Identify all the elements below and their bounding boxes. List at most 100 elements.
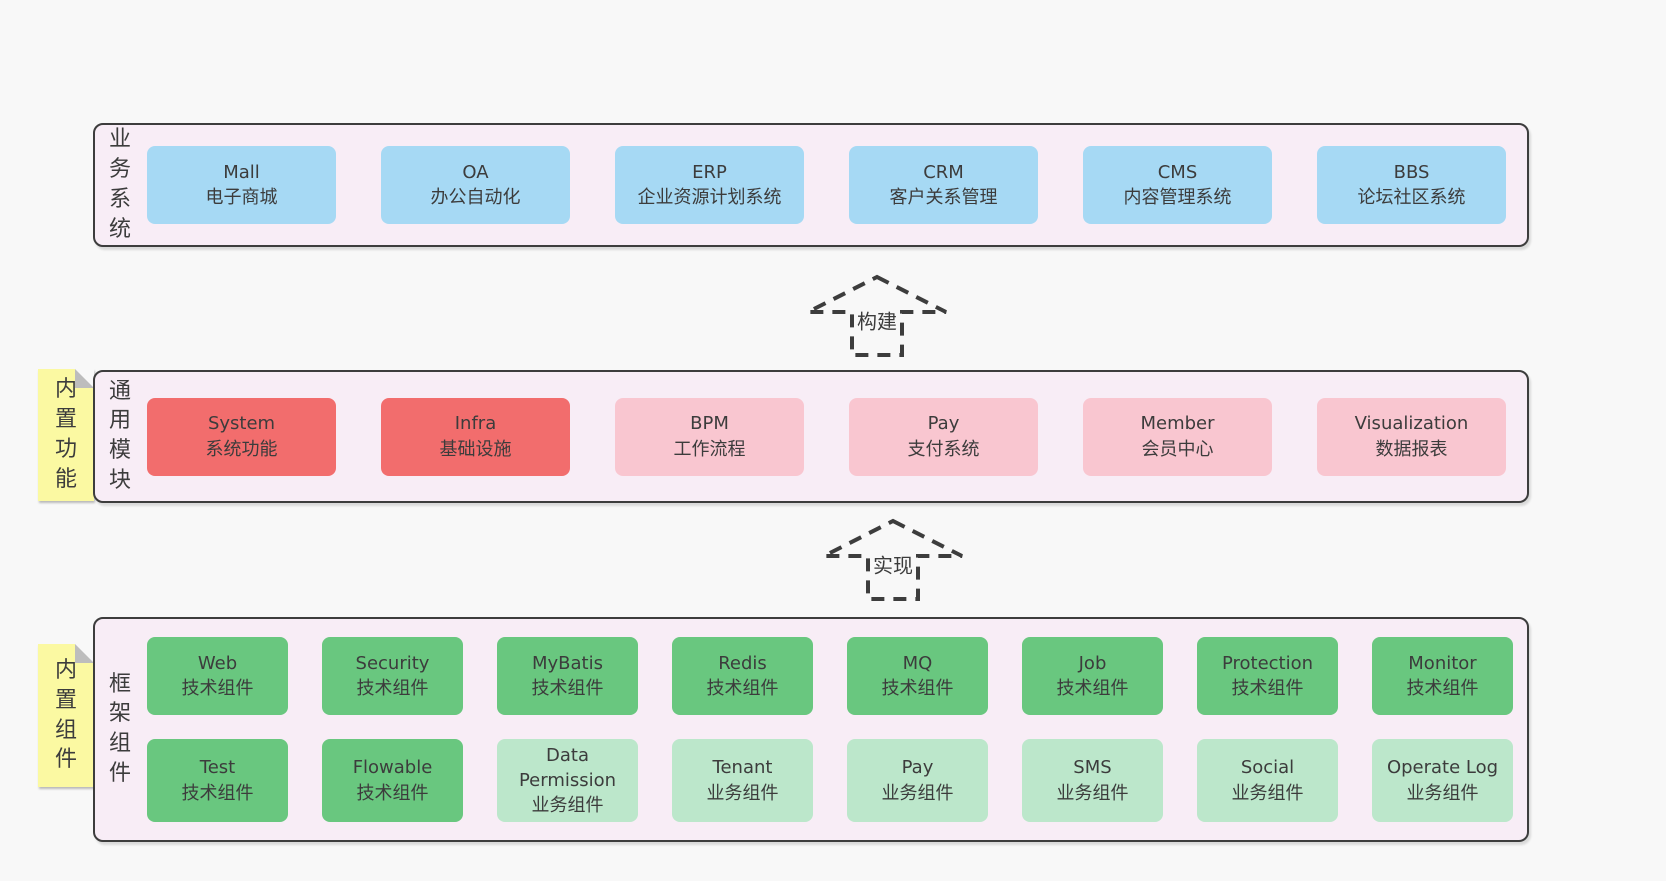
module-box-subtitle: 技术组件 xyxy=(881,677,954,699)
panel-title-business-systems: 业务系统 xyxy=(108,127,131,242)
module-box-title: Test xyxy=(199,757,236,779)
module-box-title: Security xyxy=(355,652,430,674)
arrow-implement: 实现 xyxy=(821,518,965,602)
module-box-subtitle: 系统功能 xyxy=(205,438,278,460)
module-box-title: BBS xyxy=(1393,161,1430,183)
module-box-title: OA xyxy=(462,161,489,183)
module-box-infra: Infra 基础设施 xyxy=(381,397,570,476)
module-box-subtitle: 业务组件 xyxy=(1231,782,1304,804)
module-box-title: Social xyxy=(1240,757,1295,779)
module-box-title: CMS xyxy=(1157,161,1198,183)
module-box-subtitle: 技术组件 xyxy=(356,677,429,699)
module-box-title: Operate Log xyxy=(1386,757,1499,779)
module-box-web: Web 技术组件 xyxy=(147,636,288,715)
module-box-pay: Pay 支付系统 xyxy=(849,397,1038,476)
module-box-oa: OA 办公自动化 xyxy=(381,146,570,224)
module-box-title: Redis xyxy=(718,652,767,674)
module-box-monitor: Monitor 技术组件 xyxy=(1372,636,1513,715)
sticky-note-label: 内置功能 xyxy=(54,377,77,492)
module-box-title: BPM xyxy=(690,413,729,435)
module-box-test: Test 技术组件 xyxy=(147,738,288,823)
module-box-title: CRM xyxy=(923,161,964,183)
module-box-subtitle: 企业资源计划系统 xyxy=(637,187,782,208)
module-box-pay: Pay 业务组件 xyxy=(847,738,988,823)
arrow-build-label: 构建 xyxy=(854,305,900,335)
module-box-title: Web xyxy=(197,652,238,674)
panel-title-framework-components: 框架组件 xyxy=(108,671,131,787)
module-box-subtitle: 技术组件 xyxy=(181,782,254,804)
module-box-title: Mall xyxy=(223,161,260,183)
panel-title-common-modules: 通用模块 xyxy=(108,378,131,494)
module-box-title: Flowable xyxy=(352,757,433,779)
module-box-title: MyBatis xyxy=(532,652,603,674)
module-box-title: Visualization xyxy=(1354,413,1469,435)
sticky-note-built-in-components: 内置组件 xyxy=(38,644,94,787)
module-box-subtitle: 业务组件 xyxy=(706,782,779,804)
module-box-title: Tenant xyxy=(712,757,773,779)
module-box-subtitle: 技术组件 xyxy=(531,677,604,699)
module-box-subtitle: 业务组件 xyxy=(881,782,954,804)
module-box-subtitle: 工作流程 xyxy=(673,438,746,460)
module-box-subtitle: 内容管理系统 xyxy=(1123,187,1232,208)
module-box-subtitle: 技术组件 xyxy=(1231,677,1304,699)
module-box-cms: CMS 内容管理系统 xyxy=(1083,146,1272,224)
module-box-subtitle: 基础设施 xyxy=(439,438,512,460)
module-box-title: Monitor xyxy=(1408,652,1477,674)
arrow-implement-label: 实现 xyxy=(870,549,916,579)
module-box-redis: Redis 技术组件 xyxy=(672,636,813,715)
module-box-subtitle: 业务组件 xyxy=(1056,782,1129,804)
module-box-title: SMS xyxy=(1073,757,1112,779)
module-box-title: Pay xyxy=(901,757,934,779)
module-box-title: Infra xyxy=(454,413,497,435)
module-box-social: Social 业务组件 xyxy=(1197,738,1338,823)
sticky-note-built-in-features: 内置功能 xyxy=(38,369,94,501)
module-box-protection: Protection 技术组件 xyxy=(1197,636,1338,715)
module-box-subtitle: 业务组件 xyxy=(1406,782,1479,804)
module-box-mq: MQ 技术组件 xyxy=(847,636,988,715)
module-box-title: ERP xyxy=(692,161,727,183)
module-box-title: Protection xyxy=(1221,652,1314,674)
dashed-up-arrow-icon xyxy=(823,518,963,601)
module-box-subtitle: 技术组件 xyxy=(706,677,779,699)
module-box-subtitle: 办公自动化 xyxy=(430,187,521,208)
module-box-job: Job 技术组件 xyxy=(1022,636,1163,715)
module-box-title: Member xyxy=(1140,413,1215,435)
module-box-sms: SMS 业务组件 xyxy=(1022,738,1163,823)
dashed-up-arrow-icon xyxy=(807,274,947,357)
module-box-erp: ERP 企业资源计划系统 xyxy=(615,146,804,224)
module-box-mall: Mall 电子商城 xyxy=(147,146,336,224)
module-box-security: Security 技术组件 xyxy=(322,636,463,715)
module-box-title: Job xyxy=(1078,652,1107,674)
module-box-subtitle: 技术组件 xyxy=(1056,677,1129,699)
module-box-bbs: BBS 论坛社区系统 xyxy=(1317,146,1506,224)
module-box-subtitle: 技术组件 xyxy=(1406,677,1479,699)
module-box-subtitle: 技术组件 xyxy=(181,677,254,699)
module-box-title: MQ xyxy=(902,652,933,674)
module-box-operate-log: Operate Log 业务组件 xyxy=(1372,738,1513,823)
module-box-subtitle: 电子商城 xyxy=(205,187,278,208)
module-box-mybatis: MyBatis 技术组件 xyxy=(497,636,638,715)
module-box-title: Pay xyxy=(927,413,960,435)
module-box-member: Member 会员中心 xyxy=(1083,397,1272,476)
module-box-data-permission: Data Permission 业务组件 xyxy=(497,738,638,823)
module-box-title: Data Permission xyxy=(518,744,617,791)
module-box-tenant: Tenant 业务组件 xyxy=(672,738,813,823)
module-box-subtitle: 业务组件 xyxy=(531,795,604,817)
module-box-subtitle: 会员中心 xyxy=(1141,438,1214,460)
sticky-note-label: 内置组件 xyxy=(54,657,77,773)
module-box-subtitle: 论坛社区系统 xyxy=(1357,187,1466,208)
arrow-build: 构建 xyxy=(805,274,949,358)
module-box-subtitle: 支付系统 xyxy=(907,438,980,460)
